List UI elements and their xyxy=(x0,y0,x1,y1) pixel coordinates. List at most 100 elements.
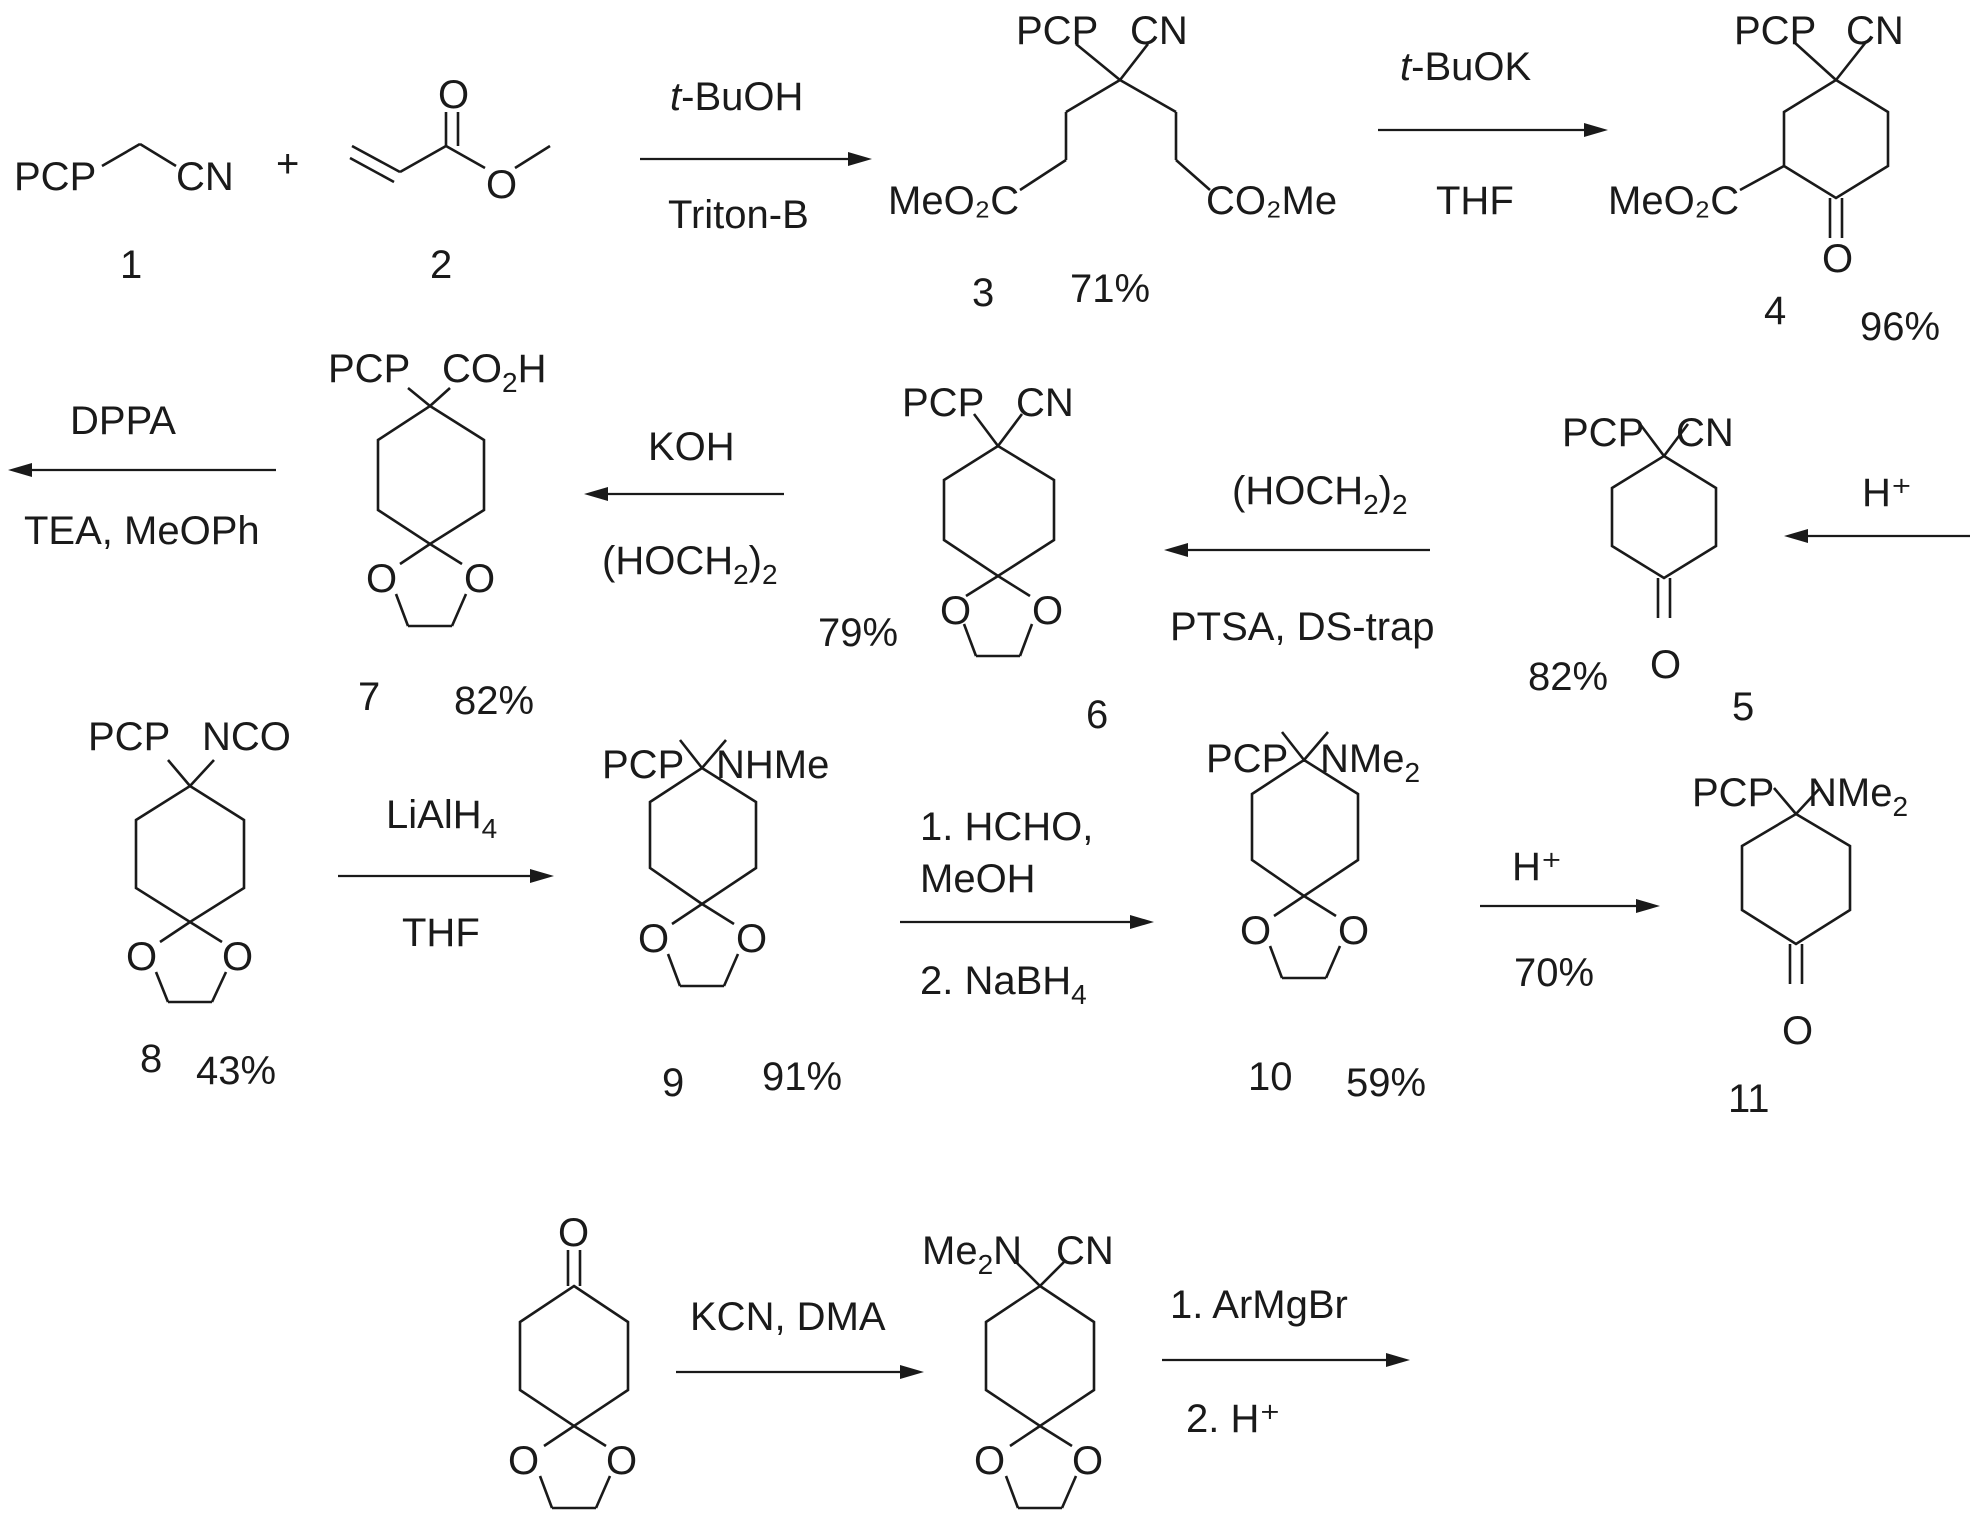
compound-11-nme2-label: NMe2 xyxy=(1808,771,1908,822)
compound-7: PCP CO2H O O 7 82% xyxy=(328,347,546,723)
reaction-arrow-1: t-BuOH Triton-B xyxy=(640,75,872,237)
compound-5-carbonyl-oxygen: O xyxy=(1650,643,1681,687)
compound-9-nhme-label: NHMe xyxy=(716,743,829,787)
compound-12-ring-oxygen-right: O xyxy=(606,1439,637,1483)
compound-5-number: 5 xyxy=(1732,685,1754,729)
compound-8-ring-oxygen-left: O xyxy=(126,935,157,979)
compound-12: O O O xyxy=(508,1211,637,1510)
compound-9: PCP NHMe O O 9 91% xyxy=(602,739,842,1105)
compound-9-ring-oxygen-left: O xyxy=(638,917,669,961)
reagent-11-below: 2. H⁺ xyxy=(1186,1397,1280,1441)
reaction-arrow-6: DPPA TEA, MeOPh xyxy=(8,399,276,553)
reaction-arrow-7: LiAlH4 THF xyxy=(338,793,554,955)
reagent-7-below: THF xyxy=(402,911,480,955)
compound-10: PCP NMe2 O O 10 59% xyxy=(1206,731,1426,1105)
reagent-8-above-line2: MeOH xyxy=(920,857,1036,901)
compound-6-yield: 79% xyxy=(818,611,898,655)
compound-10-ring-oxygen-right: O xyxy=(1338,909,1369,953)
reaction-arrow-8: 1. HCHO, MeOH 2. NaBH4 xyxy=(900,805,1154,1010)
compound-12-ring-oxygen-left: O xyxy=(508,1439,539,1483)
reagent-2-below: THF xyxy=(1436,179,1514,223)
reaction-arrow-3: H⁺ xyxy=(1784,471,1970,543)
reagent-8-above-line1: 1. HCHO, xyxy=(920,805,1093,849)
compound-3-ester-right: CO₂Me xyxy=(1206,179,1337,223)
reaction-arrow-4: (HOCH2)2 PTSA, DS-trap xyxy=(1164,469,1435,649)
compound-1-number: 1 xyxy=(120,243,142,287)
compound-8-number: 8 xyxy=(140,1037,162,1081)
reagent-3-above: H⁺ xyxy=(1862,471,1912,515)
compound-4: PCP CN MeO₂C O 4 96% xyxy=(1608,9,1940,349)
reaction-arrow-5: KOH (HOCH2)2 xyxy=(584,425,784,590)
compound-7-pcp-label: PCP xyxy=(328,347,410,391)
compound-6: PCP CN O O 79% 6 xyxy=(818,381,1108,737)
compound-7-ring-oxygen-right: O xyxy=(464,557,495,601)
compound-9-number: 9 xyxy=(662,1061,684,1105)
compound-5-pcp-label: PCP xyxy=(1562,411,1644,455)
compound-2-carbonyl-oxygen: O xyxy=(438,73,469,117)
compound-12-carbonyl-oxygen: O xyxy=(558,1211,589,1255)
reagent-1-above: t-BuOH xyxy=(670,75,803,119)
reagent-6-above: DPPA xyxy=(70,399,176,443)
compound-4-ester-label: MeO₂C xyxy=(1608,179,1739,223)
compound-3-ester-left: MeO₂C xyxy=(888,179,1019,223)
compound-5-cn-label: CN xyxy=(1676,411,1734,455)
compound-11: PCP NMe2 O 11 xyxy=(1692,771,1908,1121)
reagent-4-below: PTSA, DS-trap xyxy=(1170,605,1435,649)
compound-2: O O 2 xyxy=(349,73,551,287)
reagent-4-above: (HOCH2)2 xyxy=(1232,469,1408,520)
compound-1-cn-label: CN xyxy=(176,155,234,199)
reagent-1-below: Triton-B xyxy=(668,193,809,237)
compound-13: Me2N CN O O xyxy=(922,1229,1114,1510)
compound-7-ring-oxygen-left: O xyxy=(366,557,397,601)
compound-10-pcp-label: PCP xyxy=(1206,737,1288,781)
compound-7-number: 7 xyxy=(358,675,380,719)
reagent-2-above: t-BuOK xyxy=(1400,45,1531,89)
compound-2-ester-oxygen: O xyxy=(486,163,517,207)
reagent-8-below: 2. NaBH4 xyxy=(920,959,1087,1010)
compound-13-cn-label: CN xyxy=(1056,1229,1114,1273)
reagent-7-above: LiAlH4 xyxy=(386,793,497,844)
compound-10-ring-oxygen-left: O xyxy=(1240,909,1271,953)
compound-3-pcp-label: PCP xyxy=(1016,9,1098,53)
compound-1: PCP CN 1 xyxy=(14,142,234,287)
compound-4-yield: 96% xyxy=(1860,305,1940,349)
reagent-9-above: H⁺ xyxy=(1512,845,1562,889)
compound-3: PCP CN MeO₂C CO₂Me 3 71% xyxy=(888,9,1337,315)
compound-3-yield: 71% xyxy=(1070,267,1150,311)
reagent-6-below: TEA, MeOPh xyxy=(24,509,260,553)
compound-6-cn-label: CN xyxy=(1016,381,1074,425)
compound-8-pcp-label: PCP xyxy=(88,715,170,759)
compound-8-yield: 43% xyxy=(196,1049,276,1093)
compound-8-ring-oxygen-right: O xyxy=(222,935,253,979)
compound-8: PCP NCO O O 8 43% xyxy=(88,715,291,1093)
compound-4-cn-label: CN xyxy=(1846,9,1904,53)
compound-13-me2n-label: Me2N xyxy=(922,1229,1022,1280)
compound-10-nme2-label: NMe2 xyxy=(1320,737,1420,788)
reaction-arrow-9: H⁺ 70% xyxy=(1480,845,1660,995)
reaction-arrow-2: t-BuOK THF xyxy=(1378,45,1608,223)
compound-6-pcp-label: PCP xyxy=(902,381,984,425)
reagent-10-above: KCN, DMA xyxy=(690,1295,886,1339)
compound-7-yield: 82% xyxy=(454,679,534,723)
reagent-5-below: (HOCH2)2 xyxy=(602,539,778,590)
compound-11-carbonyl-oxygen: O xyxy=(1782,1009,1813,1053)
reagent-11-above: 1. ArMgBr xyxy=(1170,1283,1348,1327)
compound-13-ring-oxygen-left: O xyxy=(974,1439,1005,1483)
compound-6-ring-oxygen-right: O xyxy=(1032,589,1063,633)
compound-4-number: 4 xyxy=(1764,289,1786,333)
compound-4-carbonyl-oxygen: O xyxy=(1822,237,1853,281)
compound-5: PCP CN O 82% 5 xyxy=(1528,411,1754,729)
compound-6-ring-oxygen-left: O xyxy=(940,589,971,633)
compound-2-number: 2 xyxy=(430,243,452,287)
compound-11-pcp-label: PCP xyxy=(1692,771,1774,815)
plus-sign: + xyxy=(276,142,299,186)
compound-9-pcp-label: PCP xyxy=(602,743,684,787)
compound-7-acid-label: CO2H xyxy=(442,347,546,398)
compound-6-number: 6 xyxy=(1086,693,1108,737)
compound-1-pcp-label: PCP xyxy=(14,155,96,199)
compound-5-yield: 82% xyxy=(1528,655,1608,699)
compound-3-number: 3 xyxy=(972,271,994,315)
reagent-5-above: KOH xyxy=(648,425,735,469)
compound-9-ring-oxygen-right: O xyxy=(736,917,767,961)
